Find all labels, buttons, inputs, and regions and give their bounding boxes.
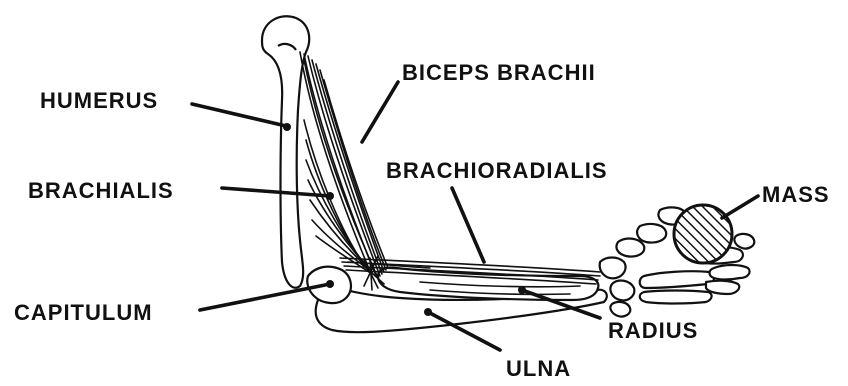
label-radius: RADIUS bbox=[608, 318, 698, 343]
label-biceps-brachii: BICEPS BRACHII bbox=[402, 60, 596, 85]
label-capitulum: CAPITULUM bbox=[14, 300, 153, 325]
capitulum-leader bbox=[200, 284, 330, 310]
biceps-leader bbox=[362, 82, 398, 142]
brachialis-leader-dot bbox=[326, 192, 334, 200]
label-brachialis: BRACHIALIS bbox=[28, 178, 174, 203]
label-ulna: ULNA bbox=[506, 356, 571, 381]
radius-bone bbox=[378, 267, 598, 300]
humerus-leader bbox=[192, 104, 286, 126]
label-mass: MASS bbox=[762, 182, 830, 207]
capitulum-leader-dot bbox=[326, 280, 334, 288]
ulna-leader-dot bbox=[424, 308, 432, 316]
radius-leader-dot bbox=[518, 286, 526, 294]
label-humerus: HUMERUS bbox=[40, 88, 158, 113]
humerus-leader-dot bbox=[283, 123, 291, 131]
brachioradialis-leader bbox=[452, 188, 484, 262]
mass-circle bbox=[674, 205, 732, 263]
mass-leader bbox=[722, 196, 758, 218]
label-brachioradialis: BRACHIORADIALIS bbox=[386, 158, 608, 183]
humerus-bone bbox=[262, 16, 309, 287]
